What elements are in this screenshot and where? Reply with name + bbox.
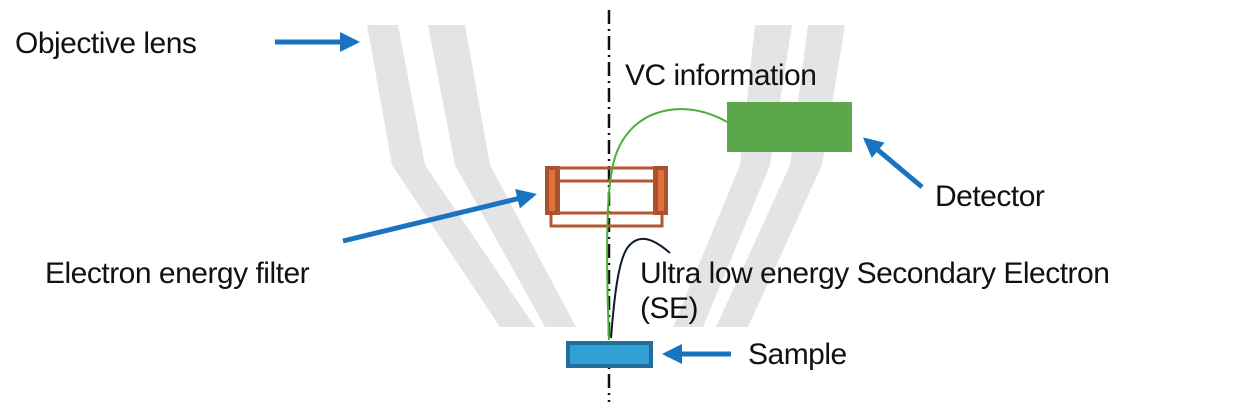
detector	[727, 102, 852, 152]
electron-energy-filter	[545, 166, 668, 228]
filter-arrow	[342, 189, 537, 244]
label-vc-information: VC information	[625, 59, 816, 92]
label-electron-energy-filter: Electron energy filter	[45, 257, 310, 290]
sample	[566, 341, 653, 368]
label-se-line1: Ultra low energy Secondary Electron	[640, 257, 1109, 290]
label-detector: Detector	[935, 180, 1045, 213]
se-trajectory	[610, 237, 671, 339]
lens-left-inner	[428, 25, 576, 327]
label-se-line2: (SE)	[640, 292, 698, 325]
label-sample: Sample	[748, 338, 847, 371]
lens-right-outer	[716, 25, 845, 327]
label-objective-lens: Objective lens	[15, 27, 196, 60]
vc-trajectory	[606, 108, 728, 341]
detector-arrow	[862, 137, 924, 189]
objective-lens	[367, 25, 845, 327]
lens-right-inner	[673, 25, 792, 327]
lens-left-outer	[367, 25, 535, 327]
